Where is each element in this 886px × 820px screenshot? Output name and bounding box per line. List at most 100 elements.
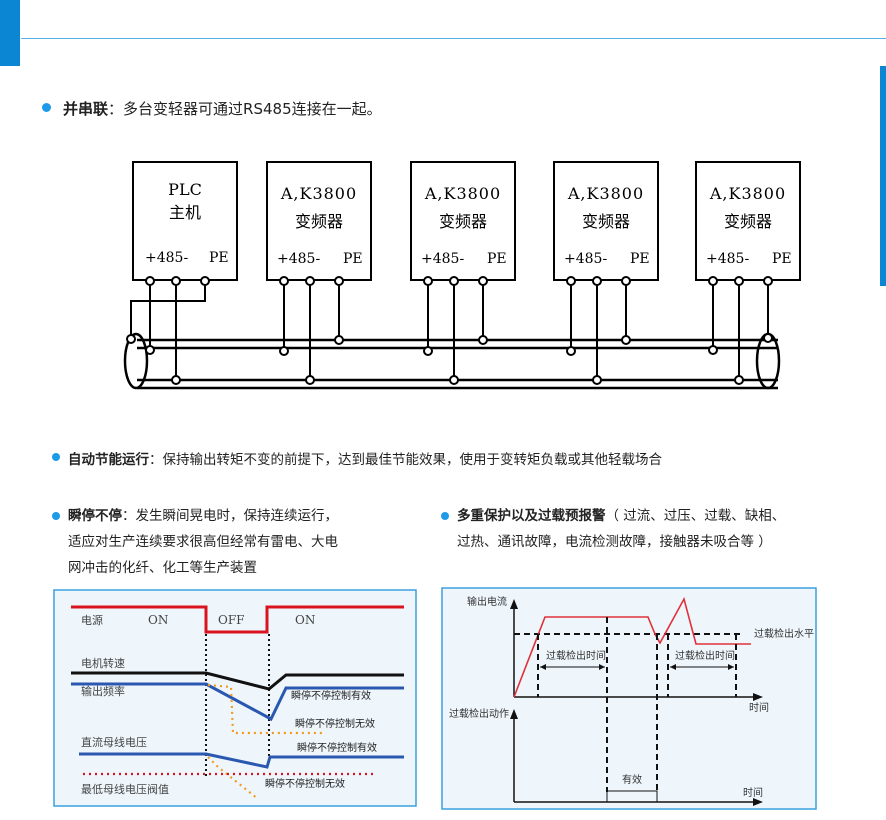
device-pe: PE bbox=[772, 251, 792, 267]
y-axis-bottom-label: 过载检出动作 bbox=[449, 707, 509, 720]
motor-speed-line bbox=[71, 671, 404, 691]
junction-node bbox=[449, 375, 459, 385]
terminal-node bbox=[734, 276, 744, 286]
section-ride-through-line3: 网冲击的化纤、化工等生产装置 bbox=[68, 560, 257, 576]
chart-frame bbox=[53, 589, 417, 807]
device-box bbox=[695, 161, 801, 281]
detect-time-2-label: 过载检出时间 bbox=[675, 649, 735, 662]
section-energy: 自动节能运行：保持输出转矩不变的前提下，达到最佳节能效果，使用于变转矩负载或其他… bbox=[68, 448, 662, 468]
y-axis-bottom-arrow bbox=[510, 709, 518, 719]
output-freq-invalid-line bbox=[207, 683, 323, 735]
section-ride-through-line1: 发生瞬间晃电时，保持连续运行， bbox=[135, 508, 339, 524]
valid-pulse bbox=[606, 790, 658, 802]
x-axis-bottom-label: 时间 bbox=[743, 786, 763, 799]
power-label: 电源 bbox=[81, 613, 103, 627]
section-parallel-title: 并串联 bbox=[63, 100, 109, 118]
header-accent-tab bbox=[0, 0, 20, 66]
valid-label: 有效 bbox=[622, 773, 642, 786]
device-box bbox=[132, 161, 238, 281]
terminal-node bbox=[145, 276, 155, 286]
dc-bus-label: 直流母线电压 bbox=[81, 735, 147, 749]
terminal-node bbox=[334, 276, 344, 286]
device-name: PLC bbox=[168, 180, 202, 199]
junction-node bbox=[621, 335, 631, 345]
terminal-node bbox=[478, 276, 488, 286]
power-on2-label: ON bbox=[295, 613, 315, 627]
junction-node bbox=[126, 334, 136, 344]
detect-time-1-label: 过载检出时间 bbox=[546, 649, 606, 662]
section-ride-through: 瞬停不停：发生瞬间晃电时，保持连续运行， 适应对生产连续要求很高但经常有雷电、大… bbox=[68, 503, 428, 581]
device-type: 变频器 bbox=[724, 212, 772, 231]
device-type: 变频器 bbox=[439, 212, 487, 231]
junction-node bbox=[171, 375, 181, 385]
device-terminals: +485- bbox=[421, 251, 464, 267]
dc-bus-invalid-line bbox=[207, 756, 259, 800]
section-protection: 多重保护以及过载预报警（ 过流、过压、过载、缺相、 过热、通讯故障，电流检测故障… bbox=[457, 503, 877, 555]
device-type: 变频器 bbox=[295, 212, 343, 231]
terminal-node bbox=[305, 276, 315, 286]
junction-node bbox=[334, 335, 344, 345]
device-name: A,K3800 bbox=[567, 184, 644, 203]
terminal-node bbox=[423, 276, 433, 286]
junction-node bbox=[478, 335, 488, 345]
x-axis-top-label: 时间 bbox=[749, 701, 769, 714]
freq-valid-label: 瞬停不停控制有效 bbox=[291, 689, 371, 702]
bullet-icon bbox=[441, 512, 449, 520]
terminal-node bbox=[708, 276, 718, 286]
junction-node bbox=[305, 375, 315, 385]
terminal-node bbox=[621, 276, 631, 286]
output-freq-line bbox=[71, 682, 404, 722]
section-parallel: 并串联：多台变轻器可通过RS485连接在一起。 bbox=[63, 98, 382, 119]
freq-invalid-label: 瞬停不停控制无效 bbox=[295, 717, 375, 730]
device-terminals: +485- bbox=[277, 251, 320, 267]
junction-node bbox=[423, 346, 433, 356]
bullet-icon bbox=[42, 103, 51, 112]
device-name: A,K3800 bbox=[424, 184, 501, 203]
power-on-label: ON bbox=[148, 613, 168, 627]
section-protection-line1: （ 过流、过压、过载、缺相、 bbox=[605, 508, 786, 524]
junction-node bbox=[734, 375, 744, 385]
rs485-wiring-diagram: PLC 主机 +485- PE A,K3800 变频器 +485- PE A,K3800 变频器 +… bbox=[123, 161, 801, 390]
bus-invalid-label: 瞬停不停控制无效 bbox=[265, 777, 345, 790]
overload-level-label: 过载检出水平 bbox=[754, 627, 814, 640]
terminal-node bbox=[449, 276, 459, 286]
terminal-node bbox=[171, 276, 181, 286]
output-freq-label: 输出频率 bbox=[81, 684, 125, 698]
device-pe: PE bbox=[630, 251, 650, 267]
terminal-node bbox=[763, 276, 773, 286]
device-type: 主机 bbox=[169, 203, 201, 222]
device-type: 变频器 bbox=[582, 212, 630, 231]
bus-valid-label: 瞬停不停控制有效 bbox=[297, 741, 377, 754]
junction-node bbox=[708, 345, 718, 355]
device-box bbox=[410, 161, 516, 281]
header-divider bbox=[21, 38, 886, 39]
section-energy-text: 保持输出转矩不变的前提下，达到最佳节能效果，使用于变转矩负载或其他轻载场合 bbox=[162, 452, 663, 468]
arrow-head bbox=[728, 664, 734, 670]
motor-speed-label: 电机转速 bbox=[81, 656, 125, 670]
junction-node bbox=[279, 346, 289, 356]
dc-bus-line bbox=[79, 752, 404, 769]
device-pe: PE bbox=[487, 251, 507, 267]
device-terminals: +485- bbox=[564, 251, 607, 267]
junction-node bbox=[763, 333, 773, 343]
device-terminals: +485- bbox=[145, 250, 188, 266]
terminal-node bbox=[566, 276, 576, 286]
section-ride-through-line2: 适应对生产连续要求很高但经常有雷电、大电 bbox=[68, 534, 338, 550]
y-axis-top-arrow bbox=[510, 599, 518, 609]
device-pe: PE bbox=[343, 251, 363, 267]
arrow-head bbox=[599, 664, 605, 670]
min-bus-label: 最低母线电压阀值 bbox=[81, 782, 169, 796]
bullet-icon bbox=[52, 453, 60, 461]
terminal-node bbox=[592, 276, 602, 286]
device-name: A,K3800 bbox=[280, 184, 357, 203]
arrow-head bbox=[670, 664, 676, 670]
section-ride-through-title: 瞬停不停 bbox=[68, 508, 122, 524]
device-name: A,K3800 bbox=[709, 184, 786, 203]
power-line bbox=[71, 605, 404, 634]
section-energy-separator: ： bbox=[149, 452, 163, 468]
section-ride-through-separator: ： bbox=[122, 508, 136, 524]
section-protection-title: 多重保护以及过载预报警 bbox=[457, 508, 606, 524]
overload-detection-chart: 输出电流时间过载检出水平过载检出时间过载检出时间过载检出动作时间有效 bbox=[441, 587, 817, 810]
x-axis-top-arrow bbox=[753, 693, 763, 701]
